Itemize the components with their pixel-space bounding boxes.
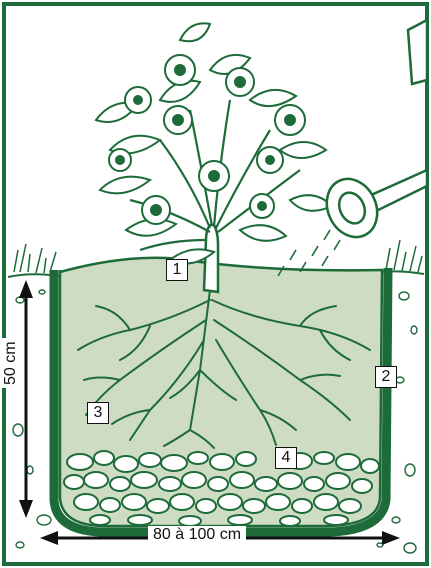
depth-arrow [19,280,33,518]
watering-can [318,20,427,245]
width-dimension-label: 80 à 100 cm [148,526,246,544]
label-drainage: 4 [275,447,297,469]
depth-dimension-label: 50 cm [2,338,20,388]
label-plant: 1 [166,259,188,281]
label-soil: 3 [87,402,109,424]
label-wall: 2 [375,366,397,388]
